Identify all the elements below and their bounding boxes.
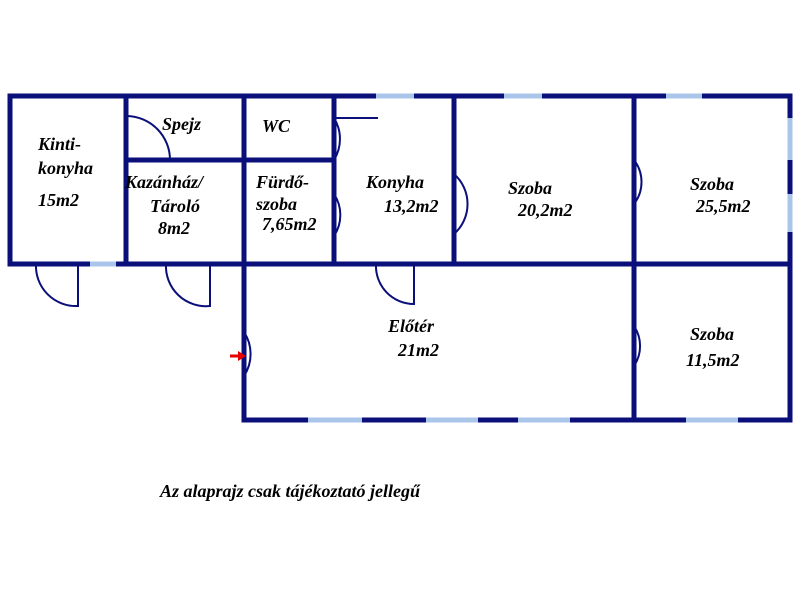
room-label-szoba-2: Szoba 25,5m2: [690, 174, 751, 216]
doors: [34, 115, 643, 377]
room-label-szoba-3: Szoba 11,5m2: [686, 324, 740, 370]
room-labels: Kinti- konyha 15m2 Spejz WC Kazánház/ Tá…: [37, 114, 751, 370]
room-label-kazanhaz: Kazánház/ Tároló 8m2: [124, 172, 208, 238]
red-arrow-icon: [230, 351, 246, 361]
room-label-szoba-1: Szoba 20,2m2: [508, 178, 573, 220]
room-label-furdoszoba: Fürdő- szoba 7,65m2: [255, 172, 317, 234]
windows: [90, 93, 793, 423]
room-label-kinti-konyha: Kinti- konyha 15m2: [37, 134, 98, 210]
walls: [7, 93, 793, 423]
room-label-konyha: Konyha 13,2m2: [365, 172, 439, 216]
room-label-wc: WC: [262, 116, 291, 136]
room-label-eloter: Előtér 21m2: [387, 316, 439, 360]
disclaimer-note: Az alaprajz csak tájékoztató jellegű: [160, 481, 421, 501]
room-label-spejz: Spejz: [162, 114, 201, 134]
